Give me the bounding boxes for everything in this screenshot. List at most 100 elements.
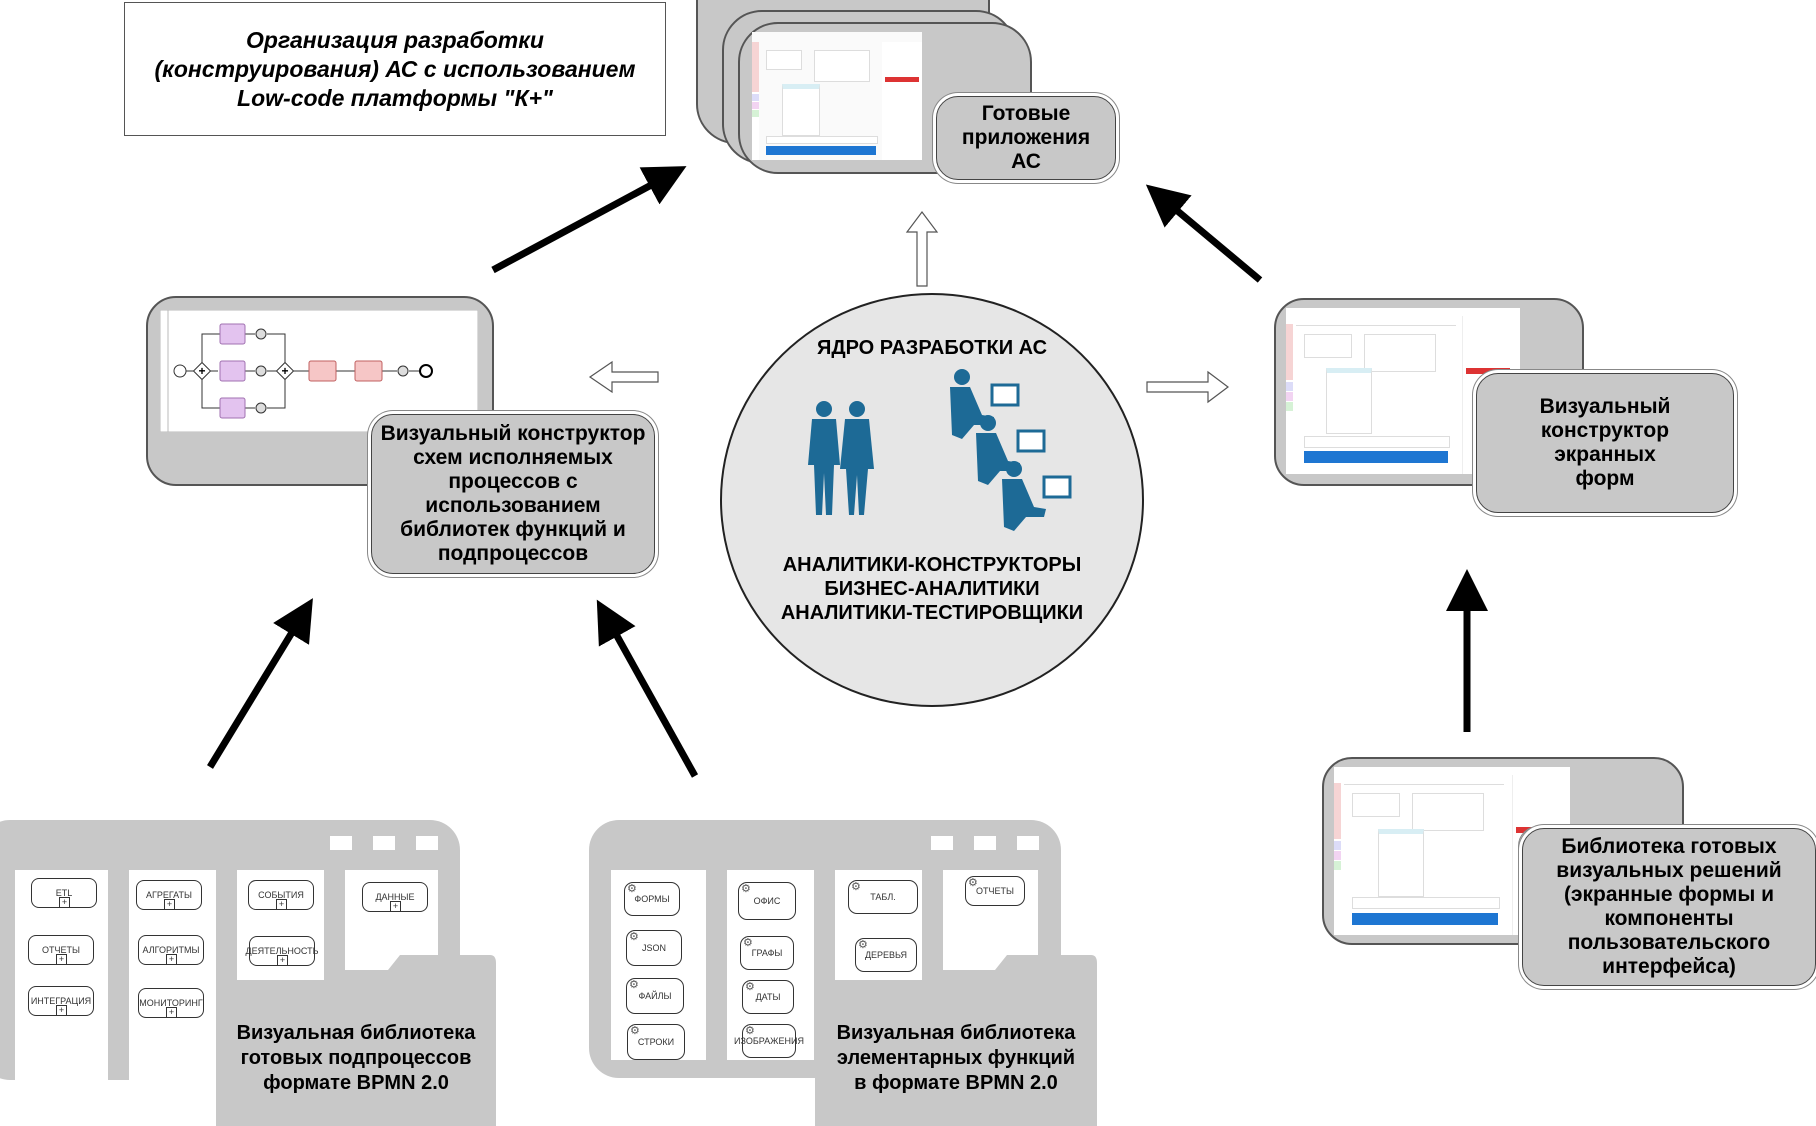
gear-icon: ⚙	[629, 931, 639, 943]
expand-icon: +	[277, 955, 288, 966]
bpmn-start-event	[173, 364, 187, 378]
label-line: (экранные формы и	[1563, 883, 1775, 906]
function-item-label: ФАЙЛЫ	[638, 991, 672, 1001]
function-item[interactable]: ⚙ДАТЫ	[742, 980, 794, 1014]
subprocess-item[interactable]: ДЕЯТЕЛЬНОСТЬ+	[246, 936, 319, 966]
function-item[interactable]: ⚙СТРОКИ	[627, 1024, 685, 1060]
expand-icon: +	[390, 901, 401, 912]
function-item-label: ДАТЫ	[755, 992, 781, 1002]
subprocess-library-label: Визуальная библиотека готовых подпроцесс…	[216, 990, 496, 1126]
bpmn-end-event	[419, 364, 433, 378]
label-line: использованием	[425, 494, 601, 517]
hollow-arrow-right	[1146, 370, 1229, 404]
process-designer-label: Визуальный конструктор схем исполняемых …	[371, 414, 655, 574]
function-item-label: ТАБЛ.	[870, 892, 896, 902]
title-line: Организация разработки	[246, 26, 544, 53]
function-item[interactable]: ⚙JSON	[626, 930, 682, 966]
arrow-function-lib-to-process	[596, 599, 699, 778]
bpmn-diagram: + +	[160, 310, 478, 432]
bpmn-intermediate-event	[255, 365, 267, 377]
function-item-label: СТРОКИ	[637, 1037, 675, 1047]
label-line: экранных	[1554, 443, 1656, 466]
window-button	[373, 836, 395, 850]
function-item-label: ИЗОБРАЖЕНИЯ	[734, 1036, 804, 1046]
ready-apps-label: Готовые приложения АС	[936, 96, 1116, 180]
expand-icon: +	[56, 1005, 67, 1016]
gear-icon: ⚙	[629, 979, 639, 991]
arrow-subprocess-lib-to-process	[207, 598, 313, 769]
role-item: АНАЛИТИКИ-ТЕСТИРОВЩИКИ	[780, 602, 1084, 624]
function-item-label: ФОРМЫ	[634, 894, 670, 904]
function-item-label: ОТЧЕТЫ	[976, 886, 1014, 896]
label-line: АС	[1011, 150, 1041, 173]
label-line: Библиотека готовых	[1561, 835, 1777, 858]
label-line: конструктор	[1540, 419, 1670, 442]
function-item[interactable]: ⚙ОФИС	[738, 882, 796, 920]
bpmn-parallel-gateway: +	[275, 361, 295, 381]
role-item: БИЗНЕС-АНАЛИТИКИ	[824, 578, 1040, 600]
form-designer-label: Визуальный конструктор экранных форм	[1476, 373, 1734, 513]
function-item[interactable]: ⚙ИЗОБРАЖЕНИЯ	[734, 1024, 804, 1058]
function-item[interactable]: ⚙ФАЙЛЫ	[626, 978, 684, 1014]
function-library-label: Визуальная библиотека элементарных функц…	[815, 990, 1097, 1126]
title-line: (конструирования) АС с использованием	[154, 55, 636, 82]
label-line: компоненты	[1604, 907, 1734, 930]
gear-icon: ⚙	[858, 939, 868, 951]
function-item[interactable]: ⚙ТАБЛ.	[848, 880, 918, 914]
svg-text:+: +	[198, 364, 205, 378]
subprocess-item[interactable]: ОТЧЕТЫ+	[28, 935, 94, 965]
bpmn-task	[308, 360, 337, 382]
label-line: интерфейса)	[1602, 955, 1736, 978]
function-item-label: JSON	[641, 943, 666, 953]
analysts-illustration	[808, 369, 1072, 531]
subprocess-item[interactable]: АГРЕГАТЫ+	[136, 880, 202, 910]
app-screenshot	[752, 32, 922, 160]
label-line: схем исполняемых	[413, 446, 613, 469]
expand-icon: +	[166, 954, 177, 965]
function-item[interactable]: ⚙ОТЧЕТЫ	[965, 876, 1025, 906]
subprocess-item[interactable]: АЛГОРИТМЫ+	[138, 935, 204, 965]
function-item[interactable]: ⚙ФОРМЫ	[624, 882, 680, 916]
subprocess-item-label: ИНТЕГРАЦИЯ	[30, 996, 92, 1006]
arrow-process-to-apps	[491, 166, 687, 274]
function-item[interactable]: ⚙ГРАФЫ	[740, 936, 794, 970]
label-line: Визуальная библиотека	[836, 1021, 1076, 1044]
expand-icon: +	[59, 897, 70, 908]
subprocess-item[interactable]: ИНТЕГРАЦИЯ+	[28, 986, 94, 1016]
subprocess-item-label: АГРЕГАТЫ	[146, 890, 192, 900]
function-item[interactable]: ⚙ДЕРЕВЬЯ	[855, 938, 917, 972]
subprocess-item-label: ДАННЫЕ	[375, 892, 415, 902]
standing-people-icon	[808, 401, 874, 515]
bpmn-task	[219, 360, 246, 382]
label-line: формате BPMN 2.0	[263, 1071, 449, 1094]
subprocess-item[interactable]: ДАННЫЕ+	[362, 882, 428, 912]
label-line: визуальных решений	[1556, 859, 1782, 882]
label-line: процессов с	[448, 470, 578, 493]
window-button	[416, 836, 438, 850]
subprocess-item[interactable]: МОНИТОРИНГ+	[138, 988, 204, 1018]
bpmn-task	[219, 323, 246, 345]
label-line: в формате BPMN 2.0	[854, 1071, 1058, 1094]
diagram-title-box: Организация разработки (конструирования)…	[124, 2, 666, 136]
bpmn-intermediate-event	[397, 365, 409, 377]
programmers-at-computers-icon	[950, 369, 1072, 531]
subprocess-item[interactable]: ETL+	[31, 878, 97, 908]
label-line: Визуальный конструктор	[380, 422, 646, 445]
gear-icon: ⚙	[745, 981, 755, 993]
arrow-forms-to-apps	[1145, 184, 1263, 283]
subprocess-item[interactable]: СОБЫТИЯ+	[248, 880, 314, 910]
gear-icon: ⚙	[627, 883, 637, 895]
function-item-label: ДЕРЕВЬЯ	[864, 950, 908, 960]
bpmn-task	[354, 360, 383, 382]
hollow-arrow-left	[588, 360, 659, 394]
label-line: форм	[1575, 467, 1635, 490]
roles-list: АНАЛИТИКИ-КОНСТРУКТОРЫ БИЗНЕС-АНАЛИТИКИ …	[722, 553, 1142, 625]
bpmn-intermediate-event	[255, 328, 267, 340]
role-item: АНАЛИТИКИ-КОНСТРУКТОРЫ	[782, 554, 1082, 576]
window-button	[1017, 836, 1039, 850]
window-button	[330, 836, 352, 850]
form-designer-screenshot	[1286, 308, 1520, 474]
subprocess-item-label: ETL	[55, 888, 73, 898]
expand-icon: +	[166, 1007, 177, 1018]
